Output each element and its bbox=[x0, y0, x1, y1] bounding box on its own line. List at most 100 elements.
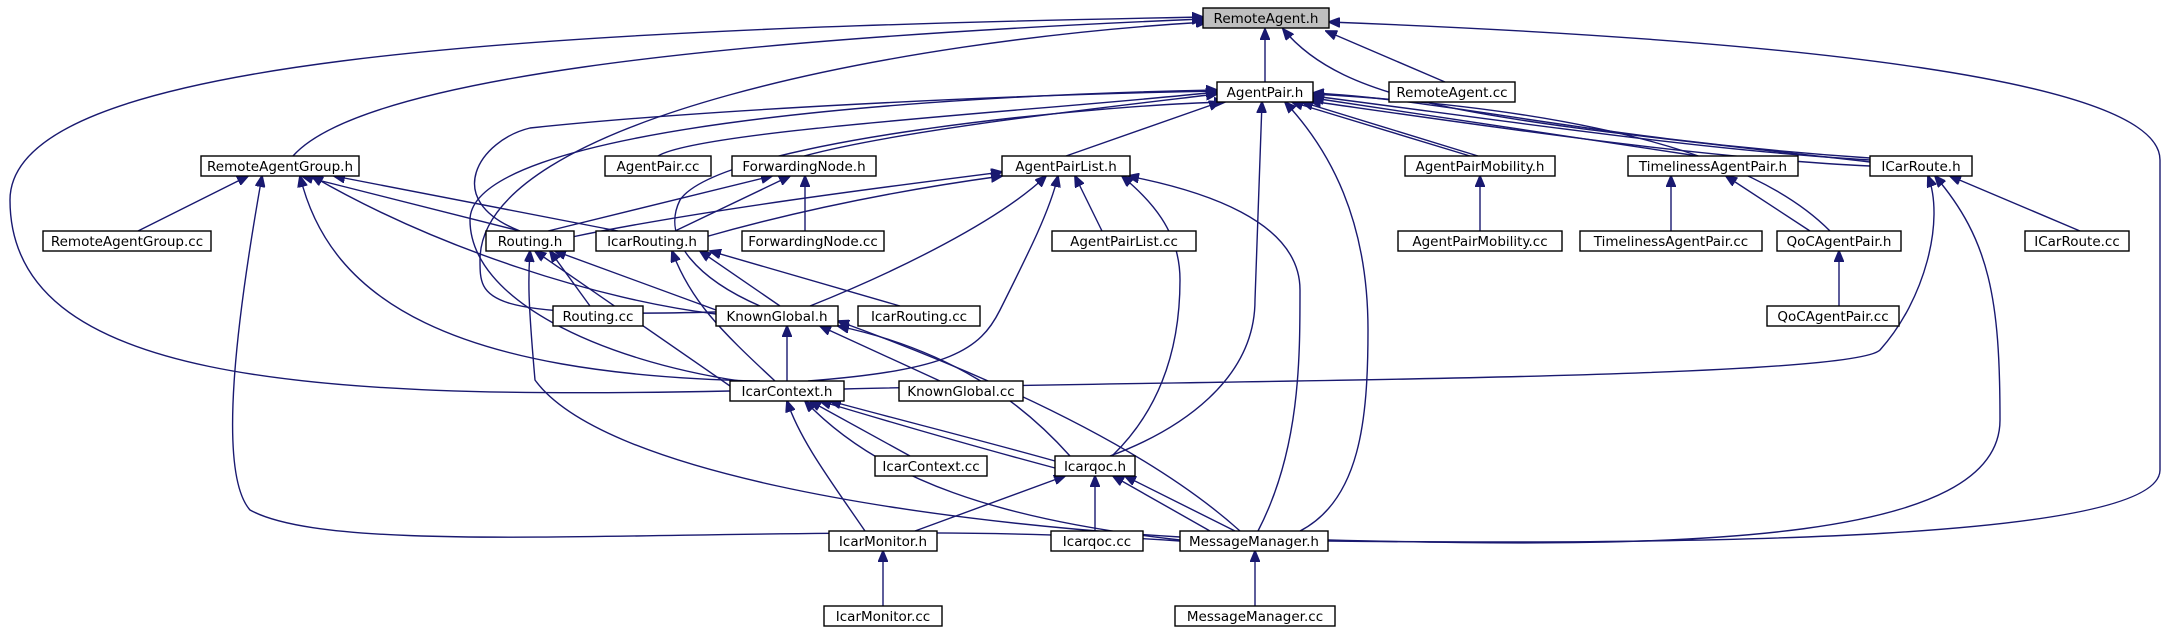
edge-icarroute-cc-to-icarroute bbox=[1950, 176, 2081, 232]
node-knownglobal-cc[interactable]: KnownGlobal.cc bbox=[898, 380, 1024, 402]
node-agentpairmobility-cc[interactable]: AgentPairMobility.cc bbox=[1397, 230, 1563, 252]
node-remoteagent-cc[interactable]: RemoteAgent.cc bbox=[1388, 81, 1516, 103]
node-routing-h[interactable]: Routing.h bbox=[485, 230, 575, 252]
node-agentpairmobility-h[interactable]: AgentPairMobility.h bbox=[1404, 155, 1556, 177]
node-icarroute-cc[interactable]: ICarRoute.cc bbox=[2024, 230, 2130, 252]
edge-timelinessagentpair-to-agentpair bbox=[1313, 98, 1699, 157]
edge-agentpair-cc-to-agentpair bbox=[657, 92, 1217, 157]
node-box bbox=[1627, 155, 1799, 177]
edge-agentpairlist-cc-to-agentpairlist bbox=[1075, 176, 1103, 232]
edge-icarrouting-to-agentpairlist bbox=[704, 176, 1002, 238]
node-box bbox=[604, 155, 712, 177]
node-label: RemoteAgentGroup.h bbox=[207, 159, 353, 175]
node-box bbox=[1216, 81, 1314, 103]
edge-icarrouting-to-rag bbox=[334, 176, 619, 232]
node-icarmonitor-cc[interactable]: IcarMonitor.cc bbox=[823, 605, 943, 627]
node-agentpairlist-h[interactable]: AgentPairList.h bbox=[1001, 155, 1131, 177]
edge-qocagentpair-to-tap bbox=[1726, 176, 1811, 232]
edge-routing-to-forwardingnode bbox=[547, 176, 772, 232]
edge-icarqoc-to-agentpair bbox=[1109, 102, 1262, 457]
node-box bbox=[715, 305, 839, 327]
node-box bbox=[1776, 230, 1902, 252]
node-messagemanager-cc[interactable]: MessageManager.cc bbox=[1174, 605, 1336, 627]
edge-icarroute-to-agentpair-c bbox=[1313, 93, 1871, 159]
edge-icarcontext-to-icarrouting bbox=[672, 251, 776, 382]
edge-knownglobal-cc-to-knownglobal bbox=[820, 326, 941, 382]
node-label: IcarRouting.h bbox=[607, 234, 697, 250]
node-label: IcarMonitor.h bbox=[839, 534, 927, 550]
node-label: TimelinessAgentPair.cc bbox=[1593, 234, 1748, 250]
node-timelinessagentpair-cc[interactable]: TimelinessAgentPair.cc bbox=[1579, 230, 1763, 252]
node-label: QoCAgentPair.h bbox=[1787, 234, 1892, 250]
node-forwardingnode-h[interactable]: ForwardingNode.h bbox=[731, 155, 877, 177]
node-label: ICarRoute.cc bbox=[2034, 234, 2120, 250]
node-box bbox=[729, 380, 845, 402]
node-qocagentpair-h[interactable]: QoCAgentPair.h bbox=[1776, 230, 1902, 252]
node-icarroute-h[interactable]: ICarRoute.h bbox=[1869, 155, 1973, 177]
node-label: TimelinessAgentPair.h bbox=[1638, 159, 1787, 175]
edge-icarroute-to-remoteagent bbox=[1283, 29, 1871, 163]
node-messagemanager-h[interactable]: MessageManager.h bbox=[1179, 530, 1329, 552]
edge-messagemanager-to-knownglobal bbox=[838, 321, 1241, 532]
node-box bbox=[1766, 305, 1900, 327]
edge-agentpairmobility-to-agentpair-b bbox=[1292, 102, 1471, 157]
node-label: MessageManager.h bbox=[1189, 534, 1319, 550]
node-icarqoc-cc[interactable]: Icarqoc.cc bbox=[1050, 530, 1144, 552]
node-label: KnownGlobal.h bbox=[726, 309, 827, 325]
node-icarrouting-cc[interactable]: IcarRouting.cc bbox=[857, 305, 981, 327]
node-box bbox=[1202, 7, 1330, 29]
node-box bbox=[552, 305, 644, 327]
node-box bbox=[1174, 605, 1336, 627]
edge-icarcontext-to-agentpair bbox=[469, 90, 1217, 382]
node-timelinessagentpair-h[interactable]: TimelinessAgentPair.h bbox=[1627, 155, 1799, 177]
node-box bbox=[42, 230, 212, 252]
node-label: Icarqoc.h bbox=[1064, 459, 1126, 475]
node-label: AgentPairList.cc bbox=[1070, 234, 1178, 250]
node-box bbox=[485, 230, 575, 252]
node-label: AgentPairMobility.h bbox=[1415, 159, 1544, 175]
node-agentpair-h[interactable]: AgentPair.h bbox=[1216, 81, 1314, 103]
node-box bbox=[1179, 530, 1329, 552]
edge-icarcontext-to-remoteagent bbox=[9, 17, 1203, 394]
node-box bbox=[741, 230, 885, 252]
node-label: Icarqoc.cc bbox=[1063, 534, 1131, 550]
node-label: AgentPairMobility.cc bbox=[1412, 234, 1547, 250]
edge-messagemanager-to-remoteagent bbox=[1328, 22, 2161, 543]
edge-messagemanager-to-agentpairlist bbox=[1128, 176, 1301, 532]
node-box bbox=[731, 155, 877, 177]
node-box bbox=[2024, 230, 2130, 252]
edge-icarcontext-to-agentpairlist bbox=[807, 176, 1058, 382]
node-forwardingnode-cc[interactable]: ForwardingNode.cc bbox=[741, 230, 885, 252]
node-label: IcarMonitor.cc bbox=[836, 609, 930, 625]
node-remoteagent-h[interactable]: RemoteAgent.h bbox=[1202, 7, 1330, 29]
node-agentpair-cc[interactable]: AgentPair.cc bbox=[604, 155, 712, 177]
node-icarmonitor-h[interactable]: IcarMonitor.h bbox=[828, 530, 938, 552]
node-remoteagentgroup-h[interactable]: RemoteAgentGroup.h bbox=[200, 155, 360, 177]
node-box bbox=[595, 230, 709, 252]
node-icarcontext-h[interactable]: IcarContext.h bbox=[729, 380, 845, 402]
node-remoteagentgroup-cc[interactable]: RemoteAgentGroup.cc bbox=[42, 230, 212, 252]
edge-messagemanager-to-routing bbox=[529, 251, 1181, 538]
node-icarrouting-h[interactable]: IcarRouting.h bbox=[595, 230, 709, 252]
node-icarcontext-cc[interactable]: IcarContext.cc bbox=[874, 455, 988, 477]
node-agentpairlist-cc[interactable]: AgentPairList.cc bbox=[1051, 230, 1197, 252]
edge-knownglobal-to-icarrouting bbox=[700, 251, 781, 307]
edge-icarmonitor-to-icarcontext bbox=[787, 401, 866, 532]
node-label: ForwardingNode.cc bbox=[748, 234, 878, 250]
node-label: KnownGlobal.cc bbox=[907, 384, 1014, 400]
edge-icarqoc-to-icarcontext-a bbox=[830, 401, 1056, 462]
edge-knownglobal-to-agentpairlist bbox=[809, 176, 1046, 307]
edge-messagemanager-to-icarroute bbox=[1327, 176, 2001, 544]
node-label: RemoteAgent.h bbox=[1214, 11, 1319, 27]
edge-icarroute-to-agentpair-a bbox=[1313, 96, 1871, 161]
node-qocagentpair-cc[interactable]: QoCAgentPair.cc bbox=[1766, 305, 1900, 327]
edge-agentpairlist-to-agentpair bbox=[1065, 102, 1220, 157]
edge-remoteagent-cc-to-remoteagent bbox=[1326, 31, 1446, 83]
node-label: IcarRouting.cc bbox=[871, 309, 967, 325]
edge-remoteagentgroup-to-remoteagent bbox=[292, 19, 1203, 157]
node-routing-cc[interactable]: Routing.cc bbox=[552, 305, 644, 327]
node-knownglobal-h[interactable]: KnownGlobal.h bbox=[715, 305, 839, 327]
node-icarqoc-h[interactable]: Icarqoc.h bbox=[1054, 455, 1136, 477]
